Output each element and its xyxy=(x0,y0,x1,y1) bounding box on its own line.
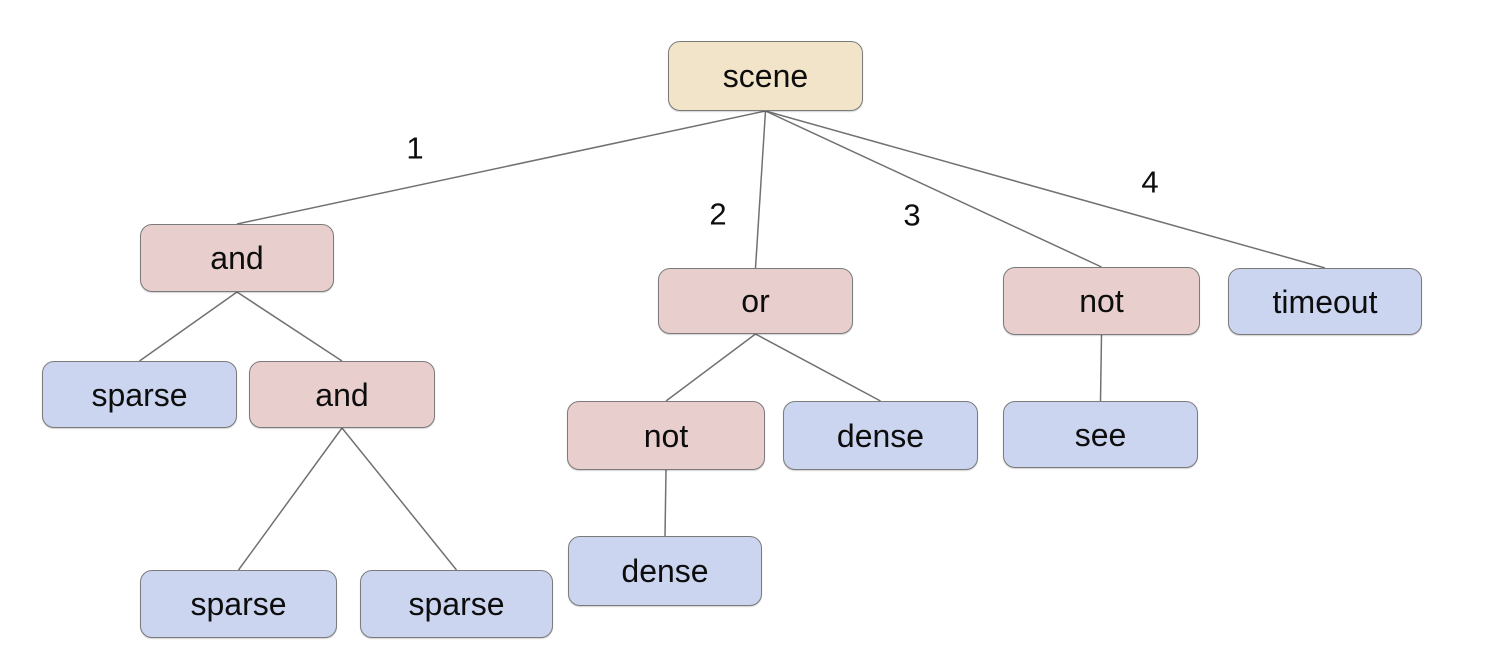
edge-or1-not2 xyxy=(665,333,756,402)
node-timeout: timeout xyxy=(1228,268,1422,335)
node-label-dense2: dense xyxy=(621,553,709,589)
node-label-see: see xyxy=(1074,416,1127,453)
node-and1: and xyxy=(140,224,334,292)
edge-and2-sparse2 xyxy=(237,427,343,571)
node-label-scene: scene xyxy=(722,58,809,94)
edge-and1-sparse1 xyxy=(139,291,238,362)
edge-label-3: 3 xyxy=(903,197,921,233)
node-label-dense1: dense xyxy=(836,417,925,454)
node-scene: scene xyxy=(668,41,863,111)
edge-label-1: 1 xyxy=(406,130,424,166)
node-dense2: dense xyxy=(568,536,762,606)
node-label-or1: or xyxy=(741,283,770,319)
node-not1: not xyxy=(1003,267,1200,335)
node-label-sparse3: sparse xyxy=(408,586,505,622)
edge-not1-see xyxy=(1099,334,1103,402)
edge-scene-and1 xyxy=(236,110,766,225)
edge-label-4: 4 xyxy=(1141,164,1159,200)
edge-scene-not1 xyxy=(765,110,1102,268)
node-label-not1: not xyxy=(1079,283,1124,319)
node-label-and2: and xyxy=(315,376,369,413)
node-label-not2: not xyxy=(643,417,689,454)
edge-not2-dense2 xyxy=(664,469,667,537)
node-sparse2: sparse xyxy=(140,570,337,638)
node-dense1: dense xyxy=(783,401,978,470)
edge-label-2: 2 xyxy=(709,196,727,232)
node-sparse3: sparse xyxy=(360,570,553,638)
edge-or1-dense1 xyxy=(755,333,881,402)
node-not2: not xyxy=(567,401,765,470)
node-see: see xyxy=(1003,401,1198,468)
edge-scene-timeout xyxy=(765,110,1326,269)
node-sparse1: sparse xyxy=(42,361,237,428)
edge-scene-or1 xyxy=(754,110,767,269)
node-label-sparse2: sparse xyxy=(190,586,287,622)
node-or1: or xyxy=(658,268,853,334)
node-label-and1: and xyxy=(210,240,264,276)
node-and2: and xyxy=(249,361,435,428)
node-label-timeout: timeout xyxy=(1272,283,1378,320)
edge-and2-sparse3 xyxy=(341,427,458,571)
node-label-sparse1: sparse xyxy=(91,376,188,413)
edge-and1-and2 xyxy=(236,291,343,362)
